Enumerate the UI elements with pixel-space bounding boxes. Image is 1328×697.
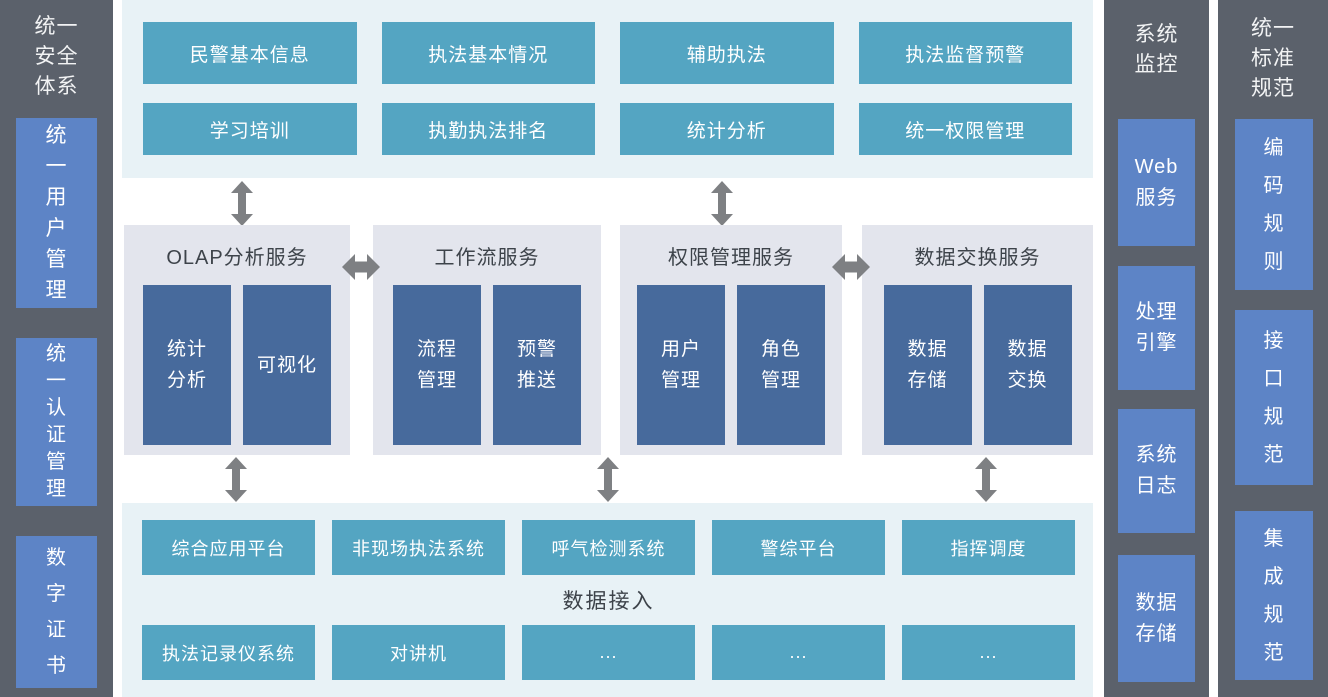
monitor-item-processing-engine: 处理 引擎 xyxy=(1118,266,1195,390)
double-arrow-vertical-icon xyxy=(597,457,619,502)
module-user-management: 用户 管理 xyxy=(637,285,725,445)
module-process-management: 流程 管理 xyxy=(393,285,481,445)
app-box-unified-privilege: 统一权限管理 xyxy=(858,103,1072,155)
monitor-item-system-log: 系统 日志 xyxy=(1118,409,1195,533)
app-box-supervision-warning: 执法监督预警 xyxy=(858,22,1072,84)
application-layer: 民警基本信息 执法基本情况 辅助执法 执法监督预警 学习培训 执勤执法排名 统计… xyxy=(122,0,1093,178)
service-panel-title: 权限管理服务 xyxy=(668,246,794,269)
app-box-police-basic-info: 民警基本信息 xyxy=(143,22,357,84)
security-item-auth-management: 统 一 认 证 管 理 xyxy=(16,338,97,506)
security-sidebar-title: 统一 安全 体系 xyxy=(34,15,79,98)
module-visualization: 可视化 xyxy=(243,285,331,445)
security-sidebar: 统一 安全 体系 统 一 用 户 管 理 统 一 认 证 管 理 数 字 证 书 xyxy=(0,0,113,697)
source-box-police-platform: 警综平台 xyxy=(712,520,885,575)
monitor-sidebar: 系统 监控 Web 服务 处理 引擎 系统 日志 数据 存储 xyxy=(1104,0,1209,697)
module-warning-push: 预警 推送 xyxy=(493,285,581,445)
service-panel-title: 工作流服务 xyxy=(434,246,540,269)
source-box-offsite-enforcement: 非现场执法系统 xyxy=(332,520,505,575)
double-arrow-vertical-icon xyxy=(975,457,997,502)
standards-sidebar: 统一 标准 规范 编 码 规 则 接 口 规 范 集 成 规 范 xyxy=(1218,0,1328,697)
service-panel-title: OLAP分析服务 xyxy=(166,246,308,269)
source-box-more: ... xyxy=(522,625,695,680)
double-arrow-vertical-icon xyxy=(711,181,733,226)
service-panel-olap: OLAP分析服务 统计 分析 可视化 xyxy=(124,225,350,455)
standards-item-coding-rules: 编 码 规 则 xyxy=(1235,119,1313,290)
service-panel-workflow: 工作流服务 流程 管理 预警 推送 xyxy=(373,225,601,455)
data-access-layer: 综合应用平台 非现场执法系统 呼气检测系统 警综平台 指挥调度 数据接入 执法记… xyxy=(122,503,1093,697)
source-box-walkie-talkie: 对讲机 xyxy=(332,625,505,680)
app-box-assisted-enforcement: 辅助执法 xyxy=(620,22,834,84)
service-panel-title: 数据交换服务 xyxy=(914,246,1041,269)
double-arrow-vertical-icon xyxy=(225,457,247,502)
monitor-item-web-service: Web 服务 xyxy=(1118,119,1195,246)
module-statistical-analysis: 统计 分析 xyxy=(143,285,231,445)
app-box-statistical-analysis: 统计分析 xyxy=(620,103,834,155)
monitor-item-data-storage: 数据 存储 xyxy=(1118,555,1195,682)
standards-sidebar-title: 统一 标准 规范 xyxy=(1251,17,1295,100)
module-data-storage: 数据 存储 xyxy=(883,285,972,445)
service-panel-privilege: 权限管理服务 用户 管理 角色 管理 xyxy=(620,225,842,455)
standards-item-integration-spec: 集 成 规 范 xyxy=(1235,511,1313,680)
source-box-more: ... xyxy=(712,625,885,680)
access-source-row-1: 综合应用平台 非现场执法系统 呼气检测系统 警综平台 指挥调度 xyxy=(142,520,1075,575)
app-box-enforcement-basic: 执法基本情况 xyxy=(381,22,595,84)
standards-item-interface-spec: 接 口 规 范 xyxy=(1235,310,1313,485)
app-box-learning-training: 学习培训 xyxy=(143,103,357,155)
access-source-row-2: 执法记录仪系统 对讲机 ... ... ... xyxy=(142,625,1075,680)
source-box-integrated-platform: 综合应用平台 xyxy=(142,520,315,575)
data-access-title: 数据接入 xyxy=(562,590,655,613)
source-box-more: ... xyxy=(902,625,1075,680)
security-item-user-management: 统 一 用 户 管 理 xyxy=(16,118,97,308)
source-box-breath-test: 呼气检测系统 xyxy=(522,520,695,575)
main-diagram-area: 民警基本信息 执法基本情况 辅助执法 执法监督预警 学习培训 执勤执法排名 统计… xyxy=(122,0,1093,697)
security-item-digital-certificate: 数 字 证 书 xyxy=(16,536,97,688)
module-role-management: 角色 管理 xyxy=(737,285,825,445)
source-box-command-dispatch: 指挥调度 xyxy=(902,520,1075,575)
app-box-duty-ranking: 执勤执法排名 xyxy=(381,103,595,155)
module-data-exchange: 数据 交换 xyxy=(983,285,1072,445)
source-box-body-camera: 执法记录仪系统 xyxy=(142,625,315,680)
double-arrow-vertical-icon xyxy=(231,181,253,226)
double-arrow-horizontal-icon xyxy=(832,251,870,283)
monitor-sidebar-title: 系统 监控 xyxy=(1134,23,1179,76)
double-arrow-horizontal-icon xyxy=(342,251,380,283)
service-panel-data-exchange: 数据交换服务 数据 存储 数据 交换 xyxy=(862,225,1093,455)
